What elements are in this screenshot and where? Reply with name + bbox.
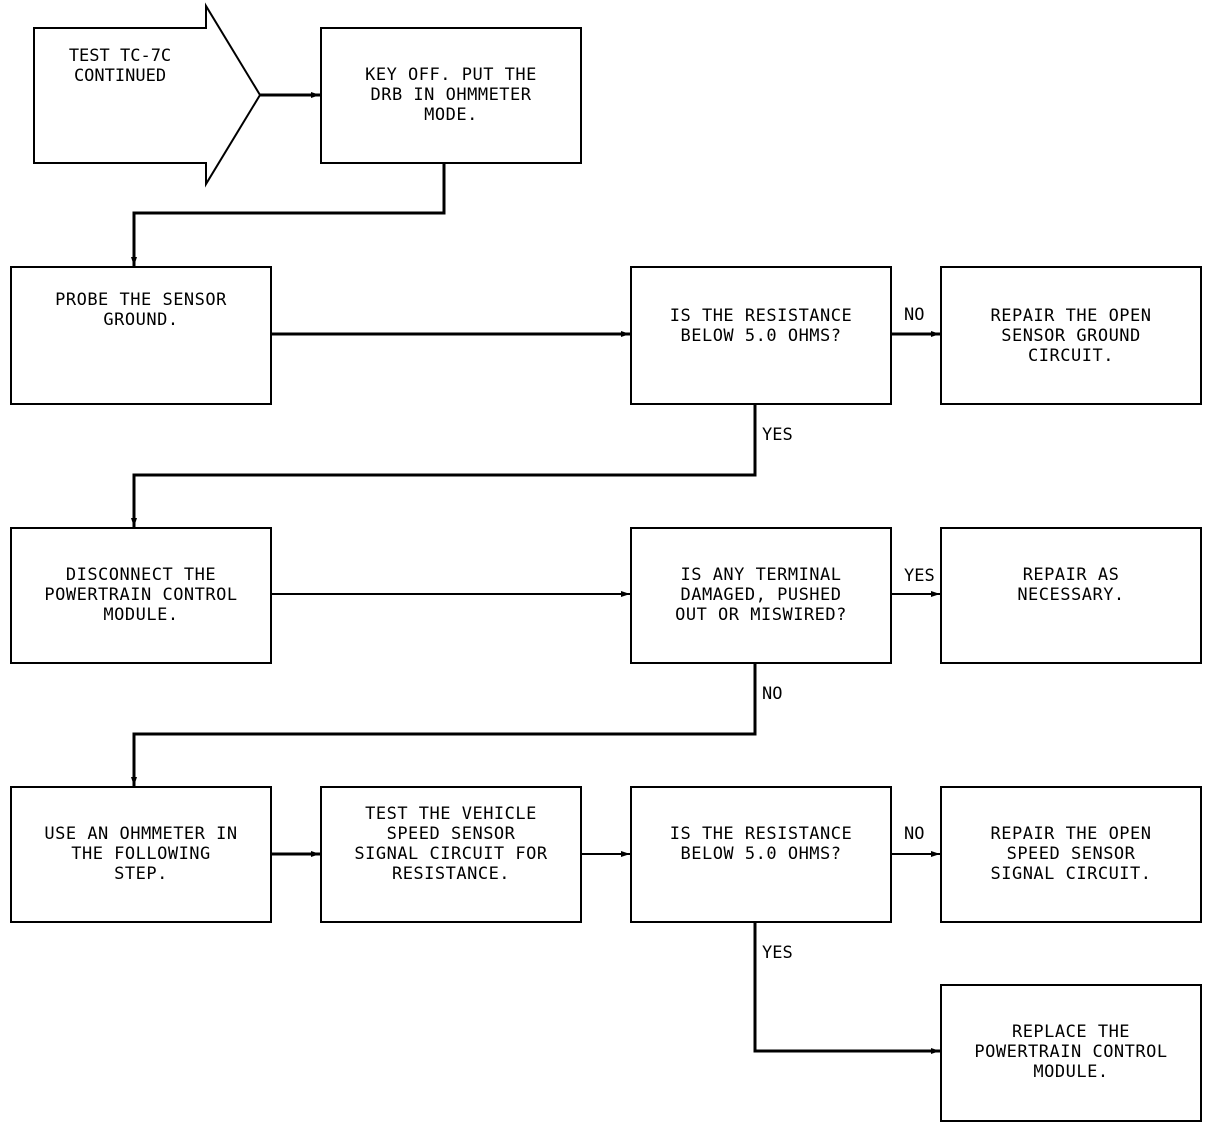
step-use-ohmmeter-line-3: STEP. [114, 864, 168, 884]
step-probe-ground-line-2: GROUND. [103, 310, 179, 330]
question-terminal-box: IS ANY TERMINAL DAMAGED, PUSHED OUT OR M… [630, 527, 892, 664]
connector-signal-yes-to-replace [753, 923, 940, 1054]
branch-label-yes: YES [762, 943, 793, 963]
question-ground-resistance-line-1: IS THE RESISTANCE [669, 306, 853, 326]
step-key-off-line-1: KEY OFF. PUT THE [365, 65, 537, 85]
step-repair-as-necessary-line-1: REPAIR AS [1022, 565, 1120, 585]
step-replace-pcm-line-1: REPLACE THE [1011, 1022, 1131, 1042]
step-use-ohmmeter-line-2: THE FOLLOWING [71, 844, 211, 864]
step-repair-as-necessary-line-2: NECESSARY. [1017, 585, 1125, 605]
step-repair-signal-line-3: SIGNAL CIRCUIT. [990, 864, 1152, 884]
connector-question-yes-to-disconnect [131, 405, 757, 527]
step-use-ohmmeter-box: USE AN OHMMETER IN THE FOLLOWING STEP. [10, 786, 272, 923]
step-repair-ground-line-2: SENSOR GROUND [1001, 326, 1141, 346]
start-label: TEST TC-7C CONTINUED [40, 46, 200, 86]
step-repair-signal-line-2: SPEED SENSOR [1006, 844, 1136, 864]
step-disconnect-pcm-line-3: MODULE. [103, 605, 179, 625]
question-signal-resistance-line-1: IS THE RESISTANCE [669, 824, 853, 844]
start-line-1: TEST TC-7C [68, 46, 172, 66]
question-signal-resistance-line-2: BELOW 5.0 OHMS? [680, 844, 842, 864]
branch-label-yes: YES [904, 566, 935, 586]
step-repair-ground-line-1: REPAIR THE OPEN [990, 306, 1152, 326]
branch-label-no: NO [762, 684, 783, 704]
branch-label-no: NO [904, 305, 925, 325]
step-repair-signal-box: REPAIR THE OPEN SPEED SENSOR SIGNAL CIRC… [940, 786, 1202, 923]
question-terminal-line-3: OUT OR MISWIRED? [675, 605, 847, 625]
step-disconnect-pcm-box: DISCONNECT THE POWERTRAIN CONTROL MODULE… [10, 527, 272, 664]
start-line-2: CONTINUED [73, 66, 167, 86]
step-key-off-box: KEY OFF. PUT THE DRB IN OHMMETER MODE. [320, 27, 582, 164]
connector-terminal-no-to-use-ohmmeter [131, 664, 757, 786]
step-replace-pcm-line-2: POWERTRAIN CONTROL [974, 1042, 1168, 1062]
question-ground-resistance-line-2: BELOW 5.0 OHMS? [680, 326, 842, 346]
step-replace-pcm-line-3: MODULE. [1033, 1062, 1109, 1082]
question-terminal-line-1: IS ANY TERMINAL [680, 565, 842, 585]
step-test-vss-box: TEST THE VEHICLE SPEED SENSOR SIGNAL CIR… [320, 786, 582, 923]
step-repair-ground-line-3: CIRCUIT. [1028, 346, 1114, 366]
step-repair-signal-line-1: REPAIR THE OPEN [990, 824, 1152, 844]
question-ground-resistance-box: IS THE RESISTANCE BELOW 5.0 OHMS? [630, 266, 892, 405]
step-test-vss-line-1: TEST THE VEHICLE [365, 804, 537, 824]
step-use-ohmmeter-line-1: USE AN OHMMETER IN [44, 824, 238, 844]
branch-label-no: NO [904, 824, 925, 844]
step-key-off-line-3: MODE. [424, 105, 478, 125]
question-terminal-line-2: DAMAGED, PUSHED [680, 585, 842, 605]
step-test-vss-line-2: SPEED SENSOR [386, 824, 516, 844]
step-test-vss-line-4: RESISTANCE. [391, 864, 511, 884]
branch-label-yes: YES [762, 425, 793, 445]
connector-key-off-to-probe [131, 164, 446, 266]
step-repair-ground-box: REPAIR THE OPEN SENSOR GROUND CIRCUIT. [940, 266, 1202, 405]
step-replace-pcm-box: REPLACE THE POWERTRAIN CONTROL MODULE. [940, 984, 1202, 1122]
start-arrow-shape [33, 2, 262, 188]
question-signal-resistance-box: IS THE RESISTANCE BELOW 5.0 OHMS? [630, 786, 892, 923]
step-disconnect-pcm-line-2: POWERTRAIN CONTROL [44, 585, 238, 605]
step-probe-ground-box: PROBE THE SENSOR GROUND. [10, 266, 272, 405]
step-repair-as-necessary-box: REPAIR AS NECESSARY. [940, 527, 1202, 664]
step-disconnect-pcm-line-1: DISCONNECT THE [65, 565, 217, 585]
step-test-vss-line-3: SIGNAL CIRCUIT FOR [354, 844, 548, 864]
step-key-off-line-2: DRB IN OHMMETER [370, 85, 532, 105]
step-probe-ground-line-1: PROBE THE SENSOR [55, 290, 227, 310]
